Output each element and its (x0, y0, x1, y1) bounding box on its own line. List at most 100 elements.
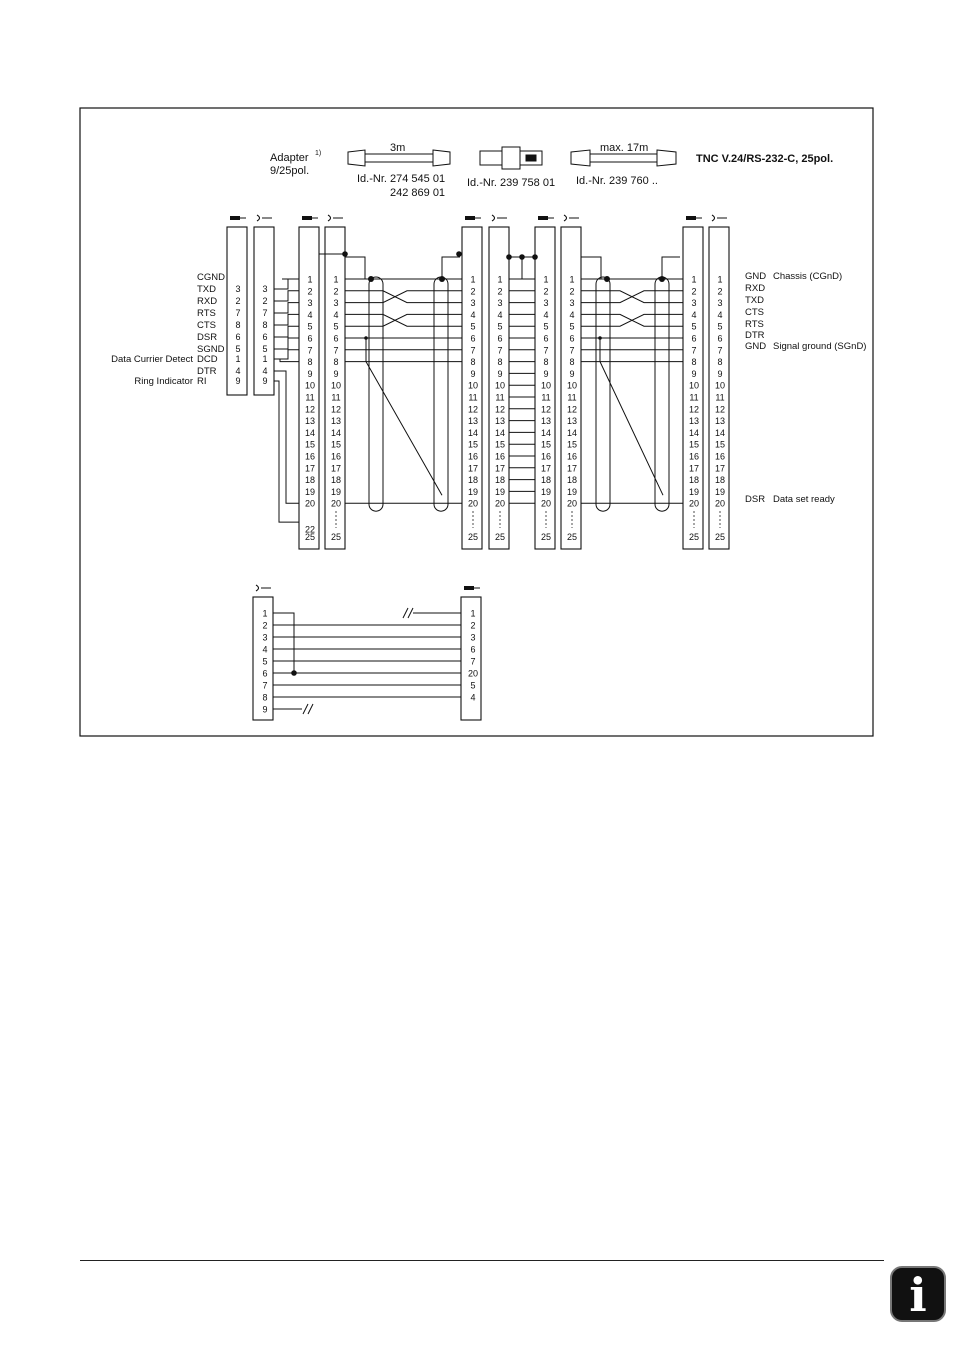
cable-header: Adapter 1) 9/25pol. 3m Id.-Nr. 274 545 0… (270, 142, 833, 199)
cable1-cap-dot-b (456, 251, 462, 257)
pin-label: 18 (541, 475, 551, 485)
pin-label: 14 (689, 428, 699, 438)
pin-label: 11 (331, 393, 340, 403)
cable1-junction (364, 336, 368, 340)
connector-block-7 (682, 226, 704, 550)
pin-label: 18 (495, 475, 505, 485)
signal-txd: TXD (197, 284, 216, 295)
pin-label: 6 (470, 334, 475, 344)
pin-label: 3 (470, 298, 475, 308)
adapter-wire-dtr (274, 370, 299, 504)
pin-label-25: 25 (567, 532, 577, 542)
pin-label: 19 (567, 487, 577, 497)
pin-label: 13 (495, 416, 505, 426)
pin-label: 12 (331, 404, 341, 414)
right-signal-desc-7: Signal ground (SGnD) (773, 341, 866, 352)
adapter-pin-label: 7 (262, 308, 267, 318)
cable2-shield-a (595, 276, 611, 512)
pin-label: 4 (307, 310, 312, 320)
pin-label: 9 (717, 369, 722, 379)
pin-label: 6 (543, 334, 548, 344)
pin-label: 18 (715, 475, 725, 485)
pin-label: 11 (541, 393, 550, 403)
bottom-left-pin: 3 (262, 633, 267, 643)
pin-label: 2 (543, 286, 548, 296)
db9-pin-label: 1 (235, 354, 240, 364)
pin-label: 10 (715, 381, 725, 391)
pin-label-25: 25 (468, 532, 478, 542)
cable-3m-icon (347, 149, 451, 167)
signal-dcd: DCD (197, 354, 218, 365)
bottom-left-pin: 2 (262, 621, 267, 631)
adapter-pin-label: 5 (262, 344, 267, 354)
pin-label: 8 (470, 357, 475, 367)
pin-label: 10 (689, 381, 699, 391)
connector-block-5 (534, 226, 556, 550)
pin-label: 1 (691, 275, 696, 285)
pin-label: 19 (689, 487, 699, 497)
pin-label: 9 (307, 369, 312, 379)
connector-symbol-1 (302, 216, 312, 220)
bottom-bridge (273, 612, 295, 673)
pin-label: 19 (495, 487, 505, 497)
bottom-right-pin: 5 (470, 681, 475, 691)
adapter-pin-label: 2 (262, 296, 267, 306)
pin-label: 14 (715, 428, 725, 438)
adapter-wire (274, 290, 299, 302)
info-icon: i (890, 1266, 946, 1322)
bottom-right-pin: 3 (470, 633, 475, 643)
right-signal-abbr-7: GND (745, 341, 766, 352)
pin-label: 14 (495, 428, 505, 438)
cable-17m-icon (570, 149, 677, 167)
adapter-pin-label: 9 (262, 376, 267, 386)
pin-label: 18 (567, 475, 577, 485)
pin-label: 2 (307, 286, 312, 296)
bottom-cut-mark (302, 703, 314, 715)
db9-pin-label: 4 (235, 366, 240, 376)
right-signal-column: GND Chassis (CGnD) RXD TXD CTS RTS DTR G… (745, 271, 866, 505)
signal-sgnd: SGND (197, 344, 225, 355)
pin-label: 13 (715, 416, 725, 426)
pin-label: 2 (717, 286, 722, 296)
pin-label: 12 (541, 404, 551, 414)
pin-label: 20 (495, 499, 505, 509)
pin-label: 17 (495, 463, 505, 473)
bottom-left-pin: 4 (262, 645, 267, 655)
pin-label: 16 (495, 452, 505, 462)
db9-pin-label: 3 (235, 284, 240, 294)
pin-label-25: 25 (305, 532, 315, 542)
footer-rule (80, 1260, 884, 1261)
connector-block-8 (708, 226, 730, 550)
cable2-id: Id.-Nr. 239 760 .. (576, 175, 658, 187)
pin-label: 10 (495, 381, 505, 391)
pin-label: 13 (567, 416, 577, 426)
pin-label: 17 (715, 463, 725, 473)
connector-symbol-7 (686, 216, 696, 220)
pin-label: 3 (497, 298, 502, 308)
pin-label: 8 (691, 357, 696, 367)
pin-label: 8 (333, 357, 338, 367)
pin-label: 1 (333, 275, 338, 285)
adapter-9pin-block (253, 226, 275, 396)
cable2-gnd-b (661, 256, 680, 279)
pin-label: 19 (715, 487, 725, 497)
pin-label: 1 (717, 275, 722, 285)
pin-label: 14 (541, 428, 551, 438)
cable1-gnd-dot (368, 276, 374, 282)
pin-label: 6 (307, 334, 312, 344)
pin-label: 17 (567, 463, 577, 473)
cable2-wire-cross (581, 290, 683, 304)
adapter-wire-ri (274, 380, 299, 523)
pin-label: 20 (305, 499, 315, 509)
adapter-sub-label: 9/25pol. (270, 165, 309, 177)
bottom-right-pin: 7 (470, 657, 475, 667)
pin-label: 8 (307, 357, 312, 367)
pin-label: 4 (333, 310, 338, 320)
bottom-left-pin: 9 (262, 705, 267, 715)
cable1-gnd-b (441, 256, 460, 279)
pin-label: 12 (495, 404, 505, 414)
cable2-gnd-dot (604, 276, 610, 282)
bottom-left-pin: 8 (262, 693, 267, 703)
pin-label-25: 25 (689, 532, 699, 542)
adapter-wire (274, 313, 299, 326)
